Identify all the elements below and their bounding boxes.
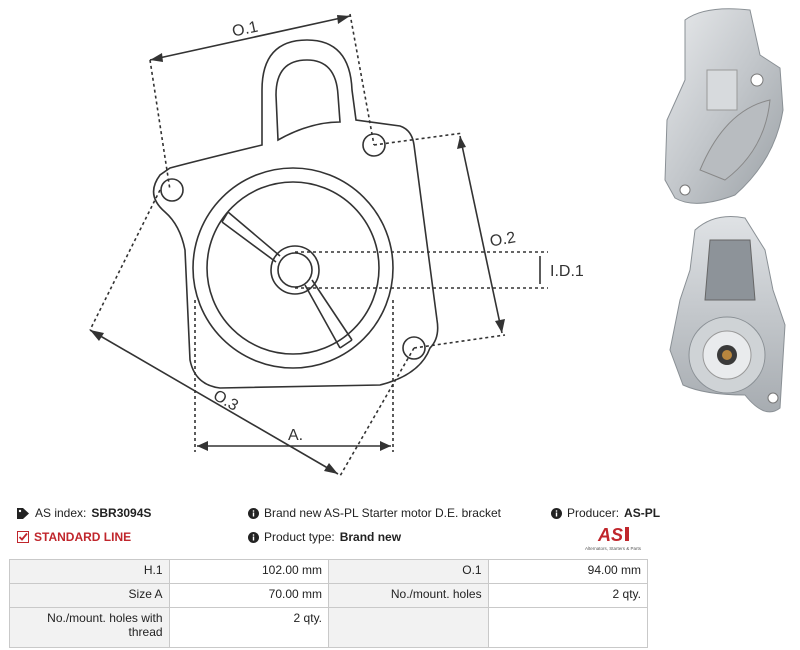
spec-value: 102.00 mm	[168, 559, 330, 584]
specs-table: H.1 102.00 mm O.1 94.00 mm Size A 70.00 …	[9, 559, 649, 648]
standard-line: STANDARD LINE	[17, 530, 131, 544]
bracket-ear-inner	[275, 59, 341, 142]
spec-value: 94.00 mm	[487, 559, 649, 584]
mount-hole-left	[160, 178, 184, 202]
spec-value: 2 qty.	[168, 607, 330, 648]
producer-value: AS-PL	[624, 506, 661, 520]
as-pl-logo: AS Alternators, Starters & Parts	[585, 525, 642, 551]
svg-text:Alternators, Starters & Parts: Alternators, Starters & Parts	[585, 546, 642, 551]
svg-text:AS: AS	[597, 525, 623, 545]
product-type-label: Product type:	[264, 530, 335, 544]
product-type: Product type: Brand new	[248, 530, 401, 544]
spec-label: O.1	[328, 559, 489, 584]
standard-line-label: STANDARD LINE	[34, 530, 132, 544]
product-type-value: Brand new	[339, 530, 402, 544]
dim-label-id1: I.D.1	[550, 263, 584, 280]
table-row: No./mount. holes with thread 2 qty.	[9, 607, 649, 648]
photo-bracket-front	[669, 216, 786, 413]
spec-value: 70.00 mm	[168, 583, 330, 608]
spec-label: No./mount. holes	[328, 583, 489, 608]
bracket-bore-inner	[206, 181, 380, 355]
table-row: H.1 102.00 mm O.1 94.00 mm	[9, 559, 649, 584]
info-icon	[248, 507, 259, 519]
dim-label-o1: O.1	[231, 19, 260, 41]
product-photos	[664, 8, 786, 413]
description-text: Brand new AS-PL Starter motor D.E. brack…	[264, 506, 501, 520]
photo-bracket-back	[664, 8, 784, 204]
description: Brand new AS-PL Starter motor D.E. brack…	[248, 506, 501, 520]
dim-label-o3: O.3	[210, 387, 241, 415]
bracket-bore-outer	[192, 167, 394, 369]
producer: Producer: AS-PL	[551, 506, 660, 520]
info-icon	[551, 507, 562, 519]
as-index-value: SBR3094S	[91, 506, 152, 520]
info-icon	[248, 531, 259, 543]
product-info: AS index: SBR3094S STANDARD LINE Brand n…	[0, 498, 800, 558]
mount-hole-top	[362, 133, 386, 157]
as-index-label: AS index:	[35, 506, 87, 520]
as-index: AS index: SBR3094S	[17, 506, 151, 520]
dim-label-a: A.	[288, 427, 303, 444]
bracket-web	[221, 211, 353, 349]
checkbox-checked-icon	[17, 531, 29, 543]
bushing-inner	[277, 252, 313, 288]
technical-drawing: O.1 O.2 O.3 I.D.1 A.	[89, 13, 584, 477]
table-row: Size A 70.00 mm No./mount. holes 2 qty.	[9, 583, 649, 608]
spec-label: No./mount. holes with thread	[9, 607, 170, 648]
mount-hole-bottom	[402, 336, 426, 360]
dim-label-o2: O.2	[489, 229, 517, 250]
producer-label: Producer:	[567, 506, 620, 520]
spec-label	[328, 607, 489, 648]
tag-icon	[17, 507, 29, 519]
spec-value: 2 qty.	[487, 583, 649, 608]
spec-label: Size A	[9, 583, 170, 608]
spec-value	[487, 607, 649, 648]
bracket-outline	[152, 39, 439, 389]
spec-label: H.1	[9, 559, 170, 584]
bushing-outer	[270, 245, 320, 295]
